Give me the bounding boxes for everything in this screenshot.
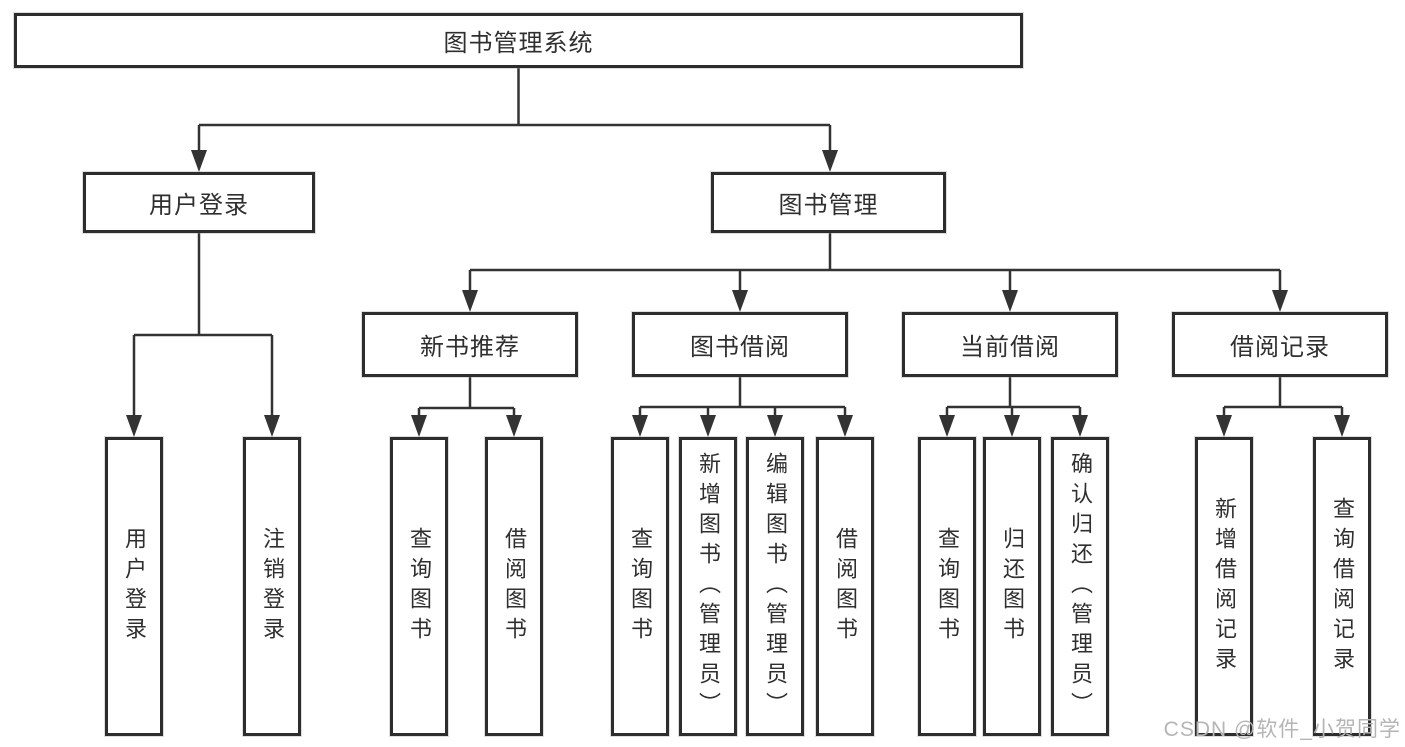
leaf-add-book-admin: 新增图书（管理员） <box>679 437 737 736</box>
node-label: 查询图书 <box>935 526 960 647</box>
leaf-return-book: 归还图书 <box>983 437 1041 736</box>
node-user-login: 用户登录 <box>83 172 315 233</box>
node-label: 用户登录 <box>122 526 147 647</box>
node-book-management: 图书管理 <box>711 172 946 233</box>
leaf-confirm-return-admin: 确认归还（管理员） <box>1051 437 1109 736</box>
watermark: CSDN @软件_小贺同学 <box>1163 718 1401 741</box>
node-book-borrow: 图书借阅 <box>632 312 848 377</box>
node-label: 图书借阅 <box>690 334 790 361</box>
node-new-book-recommend: 新书推荐 <box>362 312 578 377</box>
leaf-query-borrow-record: 查询借阅记录 <box>1313 437 1371 736</box>
node-current-borrow: 当前借阅 <box>902 312 1118 377</box>
leaf-query-books-current: 查询图书 <box>918 437 976 736</box>
arrowheads <box>126 150 1350 437</box>
node-label: 查询图书 <box>407 526 432 647</box>
leaf-add-borrow-record: 新增借阅记录 <box>1195 437 1253 736</box>
leaf-borrow-books-recommend: 借阅图书 <box>485 437 543 736</box>
leaf-logout: 注销登录 <box>243 437 301 736</box>
node-label: 注销登录 <box>260 526 285 647</box>
node-label: 借阅图书 <box>833 526 858 647</box>
node-label: 图书管理系统 <box>443 30 594 57</box>
leaf-query-books-recommend: 查询图书 <box>390 437 448 736</box>
node-label: 图书管理 <box>778 192 879 219</box>
leaf-query-books-borrow: 查询图书 <box>611 437 669 736</box>
node-label: 用户登录 <box>149 192 249 219</box>
node-borrow-records: 借阅记录 <box>1172 312 1388 377</box>
node-label: 新书推荐 <box>420 334 520 361</box>
leaf-user-login: 用户登录 <box>105 437 163 736</box>
node-label: 编辑图书（管理员） <box>763 451 788 722</box>
leaf-edit-book-admin: 编辑图书（管理员） <box>746 437 804 736</box>
node-label: 新增借阅记录 <box>1212 496 1237 677</box>
node-label: 新增图书（管理员） <box>696 451 721 722</box>
leaf-borrow-books: 借阅图书 <box>816 437 874 736</box>
node-label: 借阅图书 <box>502 526 527 647</box>
node-label: 借阅记录 <box>1230 334 1330 361</box>
node-label: 归还图书 <box>1000 526 1025 647</box>
node-root: 图书管理系统 <box>14 13 1023 68</box>
node-label: 确认归还（管理员） <box>1068 451 1093 722</box>
node-label: 当前借阅 <box>960 334 1060 361</box>
node-label: 查询借阅记录 <box>1330 496 1355 677</box>
node-label: 查询图书 <box>628 526 653 647</box>
